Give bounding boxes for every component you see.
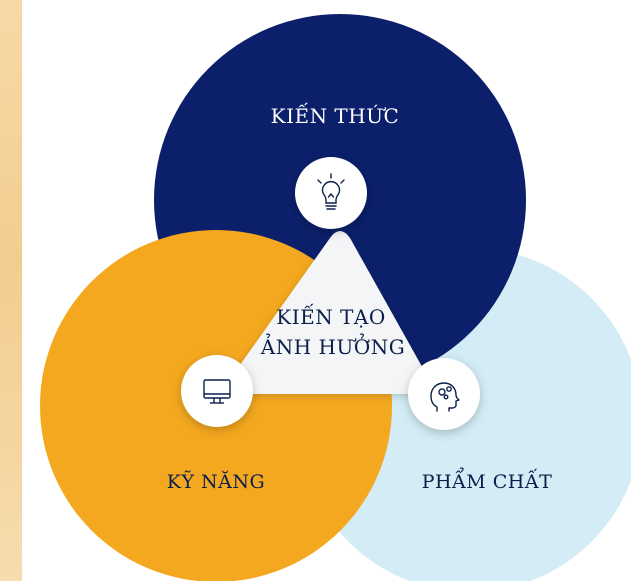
qualities-label: PHẨM CHẤT [422,468,553,493]
qualities-icon-badge [408,358,480,430]
left-decorative-strip [0,0,22,581]
center-label-line2: ẢNH HƯỞNG [260,332,405,359]
head-gears-icon [430,382,460,412]
computer-monitor-icon [203,379,231,404]
lightbulb-icon [317,173,345,210]
knowledge-icon-badge [295,157,367,229]
center-triangle [233,231,427,394]
knowledge-label: KIẾN THỨC [271,102,400,128]
center-label-line1: KIẾN TẠO [276,303,385,329]
skills-label: KỸ NĂNG [167,470,265,493]
skills-icon-badge [181,355,253,427]
